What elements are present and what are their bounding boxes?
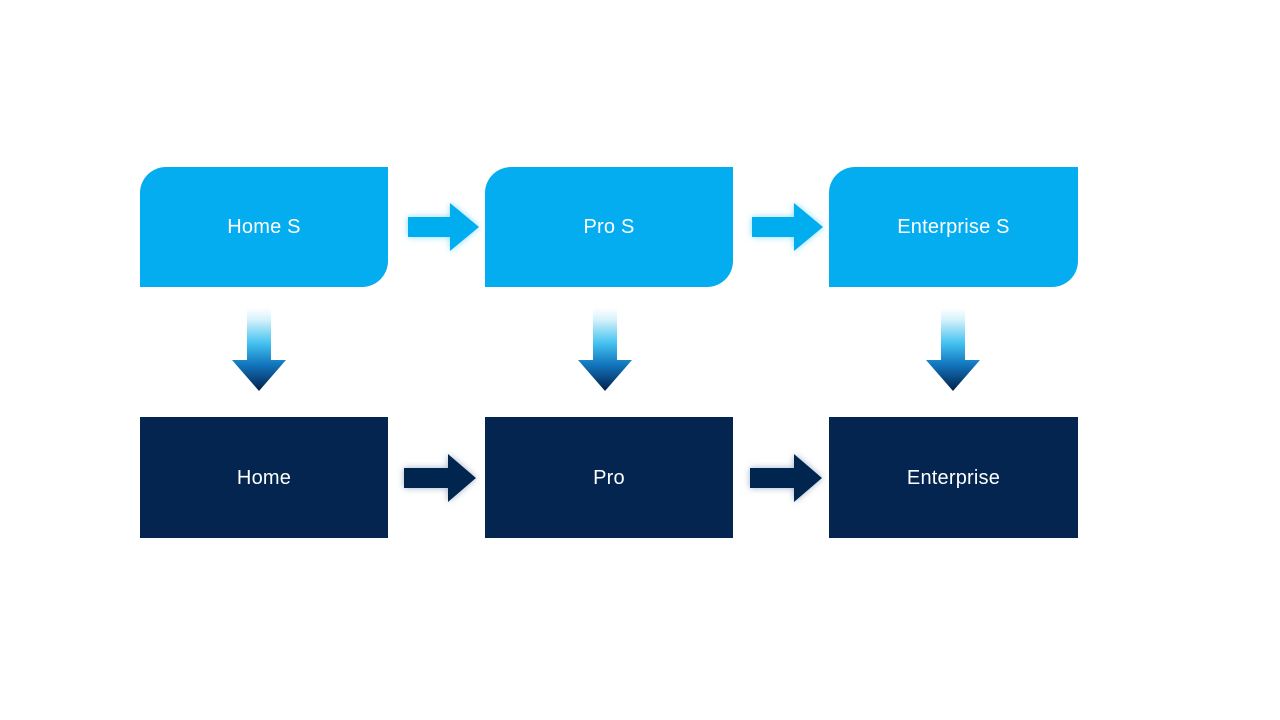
node-label: Enterprise S xyxy=(897,216,1010,238)
arrow-right-icon-pro-to-enterprise xyxy=(750,452,822,504)
node-label: Home S xyxy=(227,216,301,238)
node-pro-service[interactable]: Pro S xyxy=(485,167,733,287)
arrow-down-icon-pro-service-to-pro xyxy=(577,308,633,392)
node-home-service[interactable]: Home S xyxy=(140,167,388,287)
node-label: Home xyxy=(236,466,292,489)
node-label: Pro xyxy=(593,466,625,489)
arrow-right-icon-pro-service-to-enterprise-service xyxy=(752,201,824,253)
arrow-right-icon-home-to-pro xyxy=(404,452,476,504)
arrow-down-icon-enterprise-service-to-enterprise xyxy=(925,308,981,392)
arrow-right-icon-home-service-to-pro-service xyxy=(408,201,480,253)
node-enterprise-product[interactable]: Enterprise xyxy=(829,417,1078,538)
node-enterprise-service[interactable]: Enterprise S xyxy=(829,167,1078,287)
arrow-down-icon-home-service-to-home xyxy=(231,308,287,392)
node-label: Enterprise xyxy=(906,466,1001,489)
node-label: Pro S xyxy=(583,216,635,238)
node-pro-product[interactable]: Pro xyxy=(485,417,733,538)
node-home-product[interactable]: Home xyxy=(140,417,388,538)
